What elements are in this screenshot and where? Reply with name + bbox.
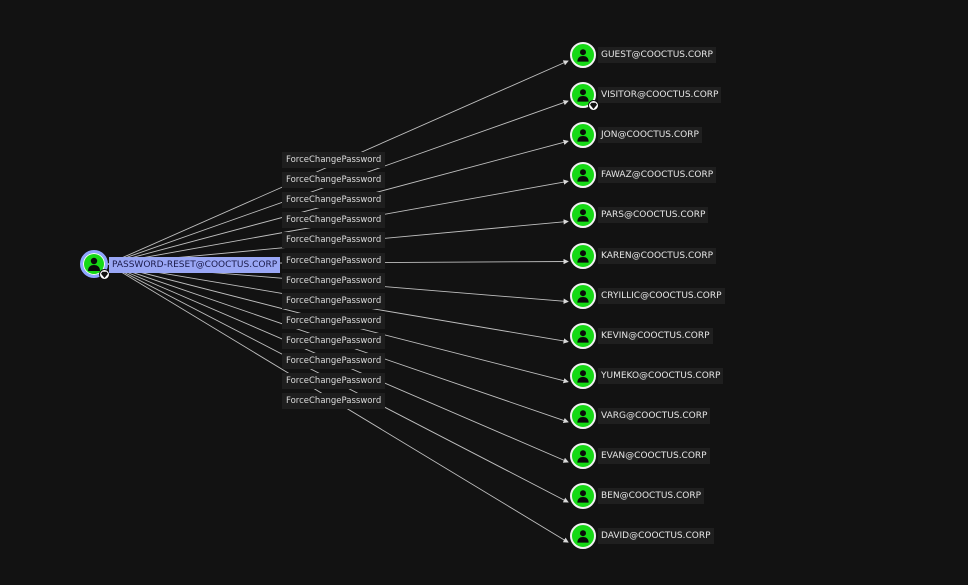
user-icon [577, 129, 589, 142]
source-node[interactable] [80, 250, 110, 280]
user-node[interactable] [570, 443, 596, 469]
user-node-label[interactable]: EVAN@COOCTUS.CORP [598, 448, 710, 464]
edge-label[interactable]: ForceChangePassword [282, 152, 386, 168]
edge-label[interactable]: ForceChangePassword [282, 252, 386, 269]
user-node[interactable] [570, 362, 596, 389]
user-node[interactable] [570, 162, 596, 189]
gem-icon [99, 269, 110, 280]
user-node[interactable] [570, 82, 599, 112]
user-icon [577, 289, 589, 303]
user-icon [577, 49, 589, 62]
user-node[interactable] [570, 42, 596, 68]
user-icon [577, 369, 589, 383]
user-node-label[interactable]: YUMEKO@COOCTUS.CORP [598, 367, 724, 384]
edge-label[interactable]: ForceChangePassword [282, 353, 386, 369]
user-icon [577, 490, 589, 503]
source-node-label[interactable]: PASSWORD-RESET@COOCTUS.CORP [109, 257, 281, 273]
user-node-label[interactable]: PARS@COOCTUS.CORP [598, 207, 709, 224]
user-node-label[interactable]: VISITOR@COOCTUS.CORP [598, 87, 722, 104]
user-node[interactable] [570, 483, 596, 510]
edge-label[interactable]: ForceChangePassword [282, 212, 386, 229]
user-node[interactable] [570, 202, 596, 229]
user-node-label[interactable]: KEVIN@COOCTUS.CORP [598, 327, 713, 344]
edge-label[interactable]: ForceChangePassword [282, 312, 386, 329]
user-node-label[interactable]: JON@COOCTUS.CORP [598, 127, 702, 144]
user-node[interactable] [570, 402, 596, 429]
user-node[interactable] [570, 122, 596, 149]
edge-label[interactable]: ForceChangePassword [282, 232, 386, 249]
user-node[interactable] [570, 242, 596, 269]
edge-label[interactable]: ForceChangePassword [282, 393, 386, 410]
user-node-label[interactable]: CRYILLIC@COOCTUS.CORP [598, 287, 725, 304]
user-icon [577, 89, 589, 102]
user-icon [577, 209, 589, 222]
user-node[interactable] [570, 282, 596, 309]
user-node-label[interactable]: GUEST@COOCTUS.CORP [598, 47, 716, 63]
edge-label[interactable]: ForceChangePassword [282, 292, 386, 309]
user-icon [577, 169, 589, 182]
edge-label[interactable]: ForceChangePassword [282, 192, 386, 209]
user-node-label[interactable]: BEN@COOCTUS.CORP [598, 488, 705, 505]
edge-label[interactable]: ForceChangePassword [282, 172, 386, 189]
user-icon [577, 249, 589, 263]
user-node[interactable] [570, 523, 596, 550]
edge-label[interactable]: ForceChangePassword [282, 272, 386, 289]
edge-label[interactable]: ForceChangePassword [282, 373, 386, 390]
user-icon [577, 329, 589, 343]
user-icon [88, 257, 100, 271]
edge-label[interactable]: ForceChangePassword [282, 332, 386, 349]
user-icon [577, 530, 589, 543]
user-node-label[interactable]: DAVID@COOCTUS.CORP [598, 528, 714, 545]
user-node-label[interactable]: KAREN@COOCTUS.CORP [598, 247, 717, 264]
user-node-label[interactable]: FAWAZ@COOCTUS.CORP [598, 167, 717, 184]
user-node-label[interactable]: VARG@COOCTUS.CORP [598, 407, 711, 424]
gem-icon [588, 100, 599, 112]
user-node[interactable] [570, 322, 596, 349]
user-icon [577, 410, 589, 423]
user-icon [577, 450, 589, 463]
